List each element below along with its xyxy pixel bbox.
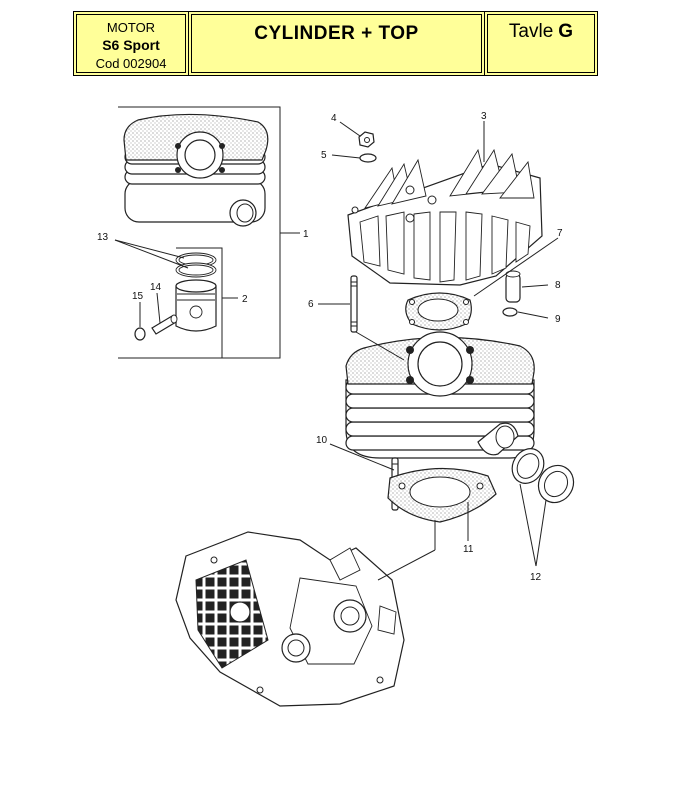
motor-label: MOTOR [106, 20, 156, 35]
plate-word: Tavle [508, 21, 554, 42]
callout-2: 2 [242, 294, 248, 305]
callout-14: 14 [150, 282, 162, 293]
callout-3: 3 [481, 111, 487, 122]
cylinder-head [347, 148, 543, 286]
callout-5: 5 [321, 150, 327, 161]
head-gasket [405, 292, 472, 331]
head-washer [359, 153, 377, 163]
small-cylinder [123, 113, 269, 227]
model-code: Cod 002904 [95, 56, 167, 71]
engine-info-cell: MOTOR S6 Sport Cod 002904 [74, 12, 189, 75]
callout-4: 4 [331, 113, 337, 124]
head-nut [358, 131, 375, 148]
callout-8: 8 [555, 280, 561, 291]
piston-pin [151, 314, 178, 335]
piston-rings [175, 252, 217, 278]
model-name: S6 Sport [102, 37, 160, 53]
main-cylinder [345, 331, 535, 459]
inset-cylinder-group [114, 106, 300, 359]
callout-13: 13 [97, 232, 109, 243]
callout-10: 10 [316, 435, 328, 446]
plate-letter: G [558, 21, 574, 42]
exhaust-seal-rings [511, 448, 575, 504]
sleeve-washer [502, 307, 518, 317]
crankcase [175, 531, 405, 707]
callout-1: 1 [303, 229, 309, 240]
callout-11: 11 [463, 544, 474, 555]
spacer-sleeve [505, 270, 521, 303]
callout-9: 9 [555, 314, 561, 325]
callout-15: 15 [132, 291, 144, 302]
piston [175, 279, 217, 332]
header-table: MOTOR S6 Sport Cod 002904 CYLINDER + TOP… [73, 11, 598, 76]
callout-7: 7 [557, 228, 563, 239]
cylinder-stud-upper [350, 275, 358, 333]
page-title: CYLINDER + TOP [254, 23, 419, 44]
leader-lines [318, 121, 559, 581]
base-gasket [387, 467, 497, 523]
circlip [134, 327, 146, 341]
title-cell: CYLINDER + TOP [189, 12, 485, 75]
callout-12: 12 [530, 572, 542, 583]
callout-6: 6 [308, 299, 314, 310]
